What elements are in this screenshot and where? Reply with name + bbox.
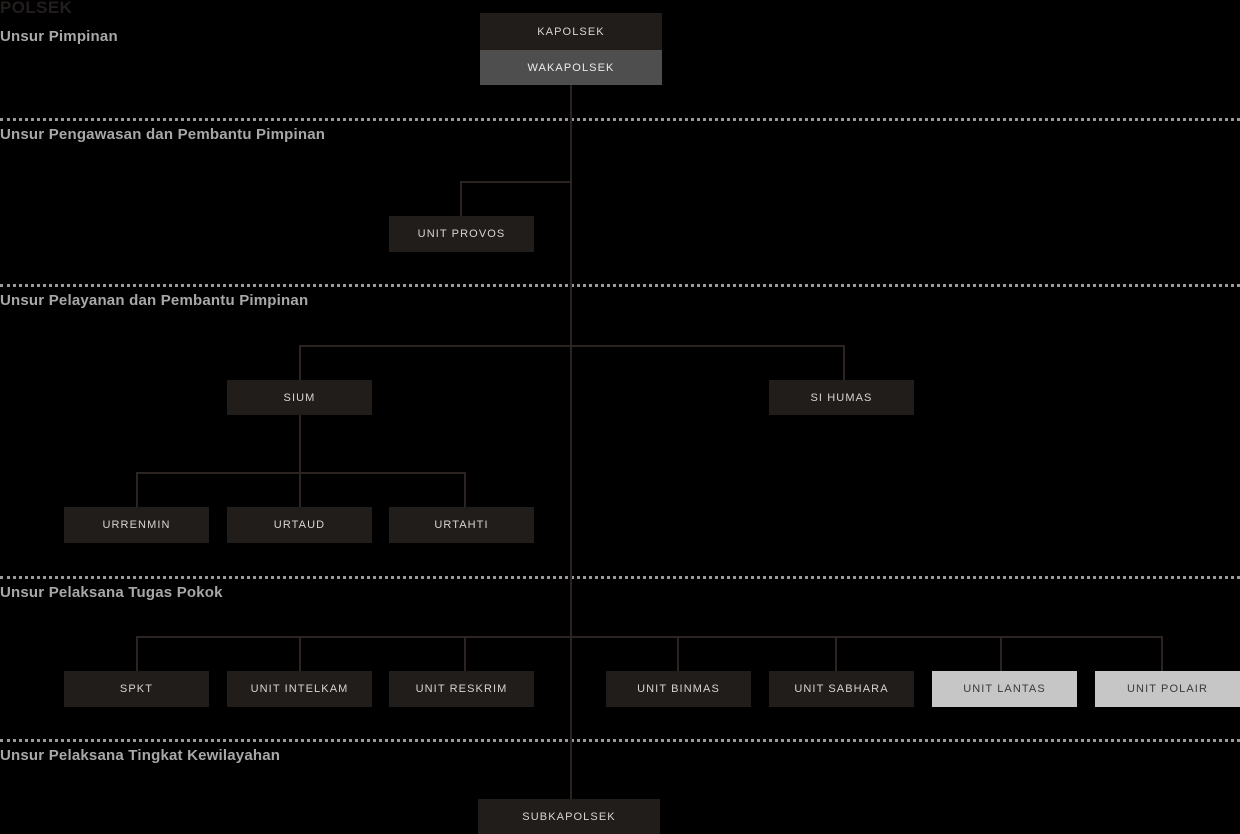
org-node-unit-binmas[interactable]: UNIT BINMAS	[606, 671, 751, 707]
connector-trunk-main	[570, 85, 572, 799]
section-label-pimpinan: Unsur Pimpinan	[0, 28, 118, 45]
org-node-unit-provos[interactable]: UNIT PROVOS	[389, 216, 534, 252]
connector-sium-drop	[299, 345, 301, 380]
connector-polair-drop	[1161, 636, 1163, 671]
connector-binmas-drop	[677, 636, 679, 671]
org-node-spkt[interactable]: SPKT	[64, 671, 209, 707]
section-divider-pimpinan	[0, 118, 1240, 121]
org-node-si-humas[interactable]: SI HUMAS	[769, 380, 914, 415]
section-label-pelayanan: Unsur Pelayanan dan Pembantu Pimpinan	[0, 292, 309, 309]
connector-ur-bus	[136, 472, 466, 474]
connector-humas-drop	[843, 345, 845, 380]
connector-provos-drop	[460, 181, 462, 216]
org-node-unit-sabhara[interactable]: UNIT SABHARA	[769, 671, 914, 707]
org-node-sium[interactable]: SIUM	[227, 380, 372, 415]
org-node-unit-intelkam[interactable]: UNIT INTELKAM	[227, 671, 372, 707]
section-label-pelaksana: Unsur Pelaksana Tugas Pokok	[0, 584, 223, 601]
connector-sabhara-drop	[835, 636, 837, 671]
connector-lantas-drop	[1000, 636, 1002, 671]
connector-urtaud-drop	[299, 472, 301, 507]
org-node-urtahti[interactable]: URTAHTI	[389, 507, 534, 543]
section-divider-pelaksana	[0, 739, 1240, 742]
org-node-kapolsek[interactable]: KAPOLSEK	[480, 13, 662, 50]
org-node-unit-polair[interactable]: UNIT POLAIR	[1095, 671, 1240, 707]
org-node-urtaud[interactable]: URTAUD	[227, 507, 372, 543]
org-node-urrenmin[interactable]: URRENMIN	[64, 507, 209, 543]
connector-staff-bus	[299, 345, 845, 347]
section-divider-pengawasan	[0, 284, 1240, 287]
page-title: POLSEK	[0, 0, 73, 17]
connector-provos-bus	[460, 181, 572, 183]
section-label-pengawasan: Unsur Pengawasan dan Pembantu Pimpinan	[0, 126, 326, 143]
section-divider-pelayanan	[0, 576, 1240, 579]
connector-unit-bus	[136, 636, 1163, 638]
org-node-wakapolsek[interactable]: WAKAPOLSEK	[480, 50, 662, 85]
connector-urtahti-drop	[464, 472, 466, 507]
org-node-unit-lantas[interactable]: UNIT LANTAS	[932, 671, 1077, 707]
org-node-unit-reskrim[interactable]: UNIT RESKRIM	[389, 671, 534, 707]
org-node-subkapolsek[interactable]: SUBKAPOLSEK	[478, 799, 660, 834]
connector-spkt-drop	[136, 636, 138, 671]
connector-reskrim-drop	[464, 636, 466, 671]
connector-urrenmin-drop	[136, 472, 138, 507]
connector-sium-stem	[299, 415, 301, 472]
section-label-kewilayahan: Unsur Pelaksana Tingkat Kewilayahan	[0, 747, 281, 764]
connector-intelkam-drop	[299, 636, 301, 671]
